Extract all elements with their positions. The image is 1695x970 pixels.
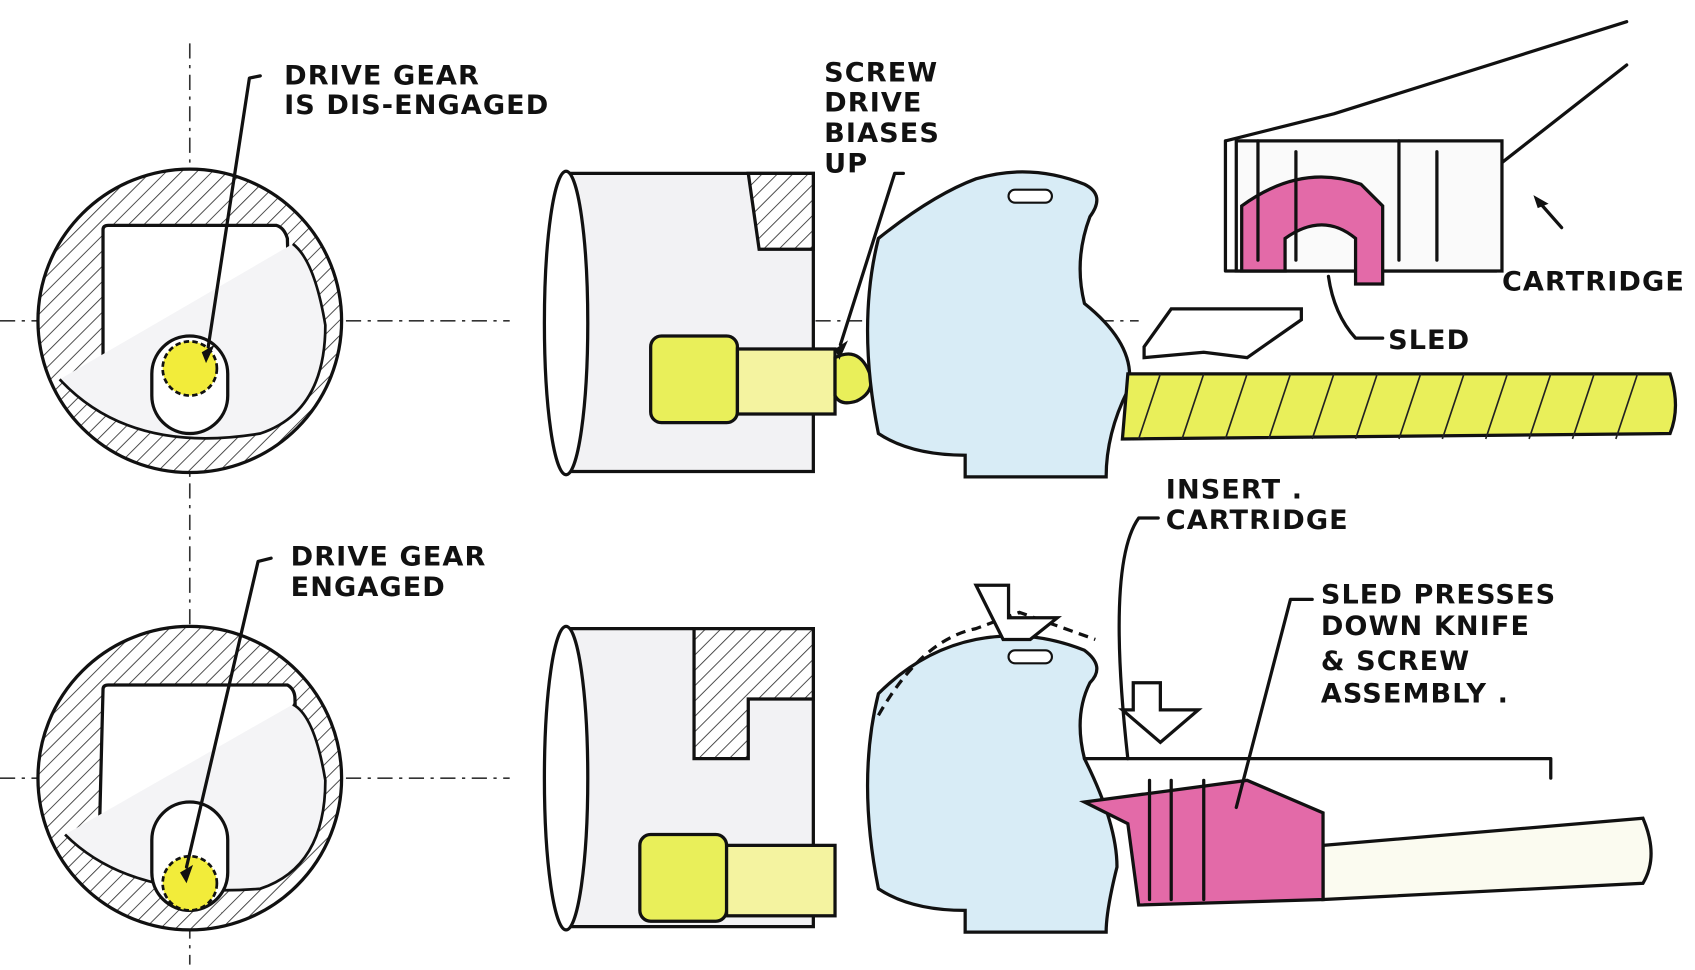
label-sled: SLED xyxy=(1388,325,1470,356)
label-sled-presses-down: SLED PRESSES DOWN KNIFE & SCREW ASSEMBLY… xyxy=(1321,580,1567,710)
label-cartridge: CARTRIDGE xyxy=(1502,266,1685,297)
drive-gear-icon xyxy=(161,854,219,912)
cross-section-disengaged xyxy=(36,74,344,475)
assembly-engaged xyxy=(542,516,1653,934)
cross-section-engaged xyxy=(36,556,344,932)
label-insert-cartridge: INSERT . CARTRIDGE xyxy=(1166,475,1349,536)
label-drive-gear-disengaged: DRIVE GEAR IS DIS-ENGAGED xyxy=(284,61,549,121)
label-drive-gear-engaged: DRIVE GEAR ENGAGED xyxy=(291,542,497,603)
label-screw-drive-biases-up: SCREW DRIVE BIASES UP xyxy=(824,57,950,179)
assembly-disengaged xyxy=(542,20,1678,479)
